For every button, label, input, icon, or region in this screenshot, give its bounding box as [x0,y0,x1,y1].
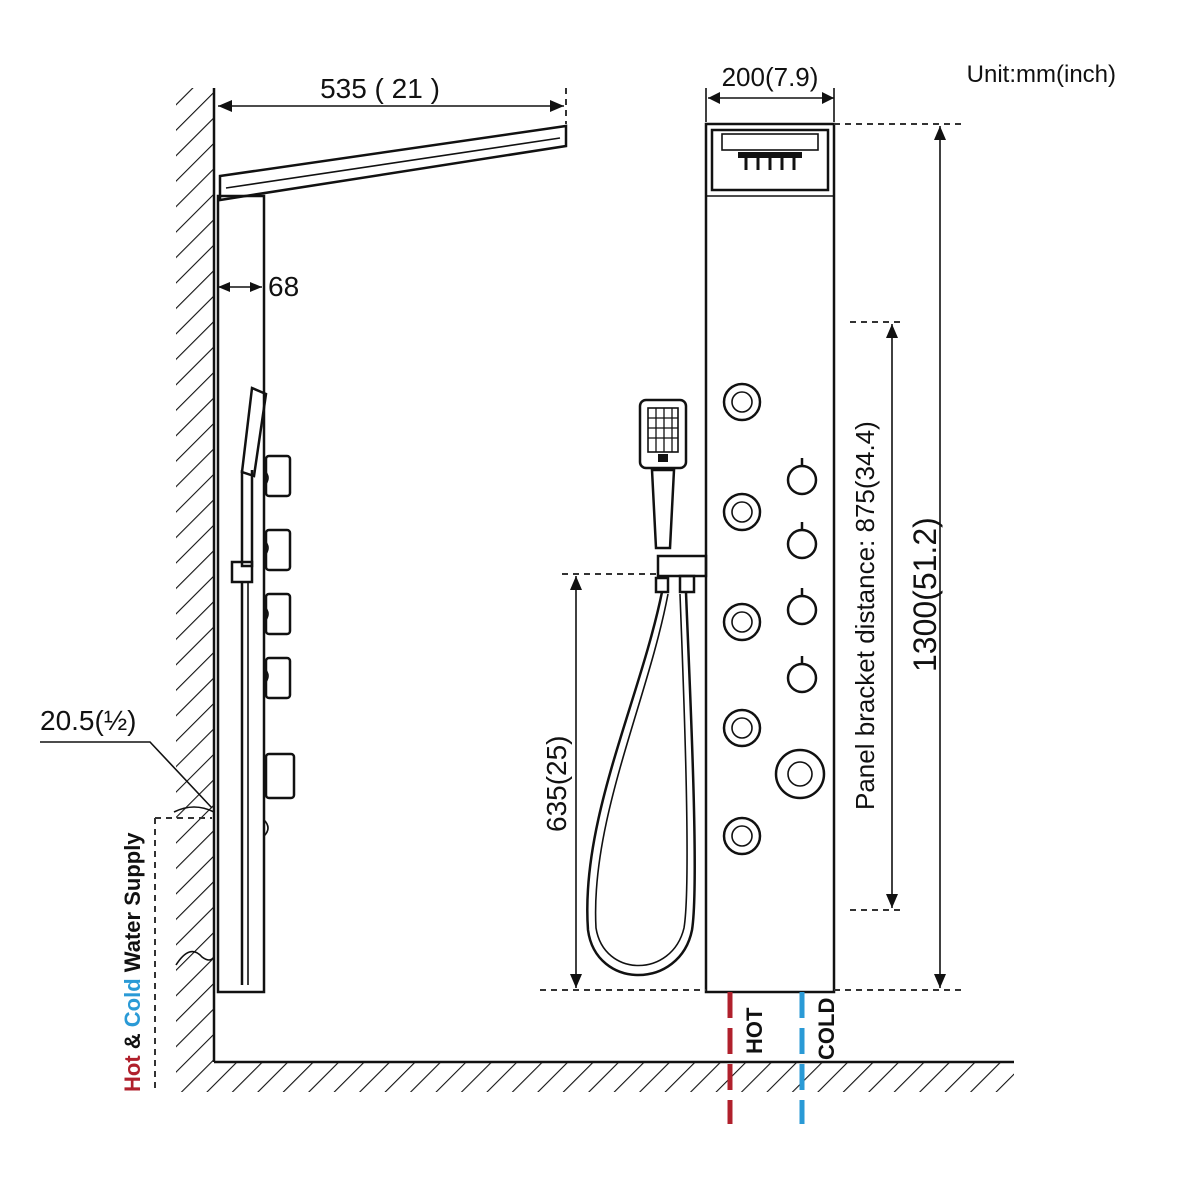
panel-width-dimension: 200(7.9) [705,62,835,122]
water-supply-label: Hot & Cold Water Supply [120,832,145,1092]
arm-length-dimension: 535 ( 21 ) [218,73,567,124]
unit-label: Unit:mm(inch) [967,61,1116,88]
floor [214,1060,1014,1092]
wall-gap-dimension: 68 [218,271,299,302]
control-knobs [774,458,826,800]
panel-width-label: 200(7.9) [722,62,819,92]
cold-pipe: COLD [799,992,839,1124]
pipe-size-callout: 20.5(½) [40,705,213,809]
hot-pipe-label: HOT [742,1007,767,1054]
pipe-size-label: 20.5(½) [40,705,137,736]
handshower-height-label: 635(25) [541,735,572,832]
handshower-height-dimension: 635(25) [540,573,706,991]
body-jets [722,382,762,856]
wall [176,88,216,1092]
front-view-panel [704,122,836,994]
side-view-panel [154,124,568,1092]
hot-pipe: HOT [727,992,767,1124]
panel-height-dimension: 1300(51.2) [834,123,962,991]
cold-pipe-label: COLD [814,998,839,1060]
side-hand-shower [230,386,268,985]
bracket-distance-label: Panel bracket distance: 875(34.4) [850,421,880,810]
side-valves [263,454,296,837]
hand-shower [586,398,708,977]
arm-length-label: 535 ( 21 ) [320,73,440,104]
panel-height-label: 1300(51.2) [907,517,943,672]
bracket-distance-dimension: Panel bracket distance: 875(34.4) [850,321,902,911]
wall-gap-label: 68 [268,271,299,302]
